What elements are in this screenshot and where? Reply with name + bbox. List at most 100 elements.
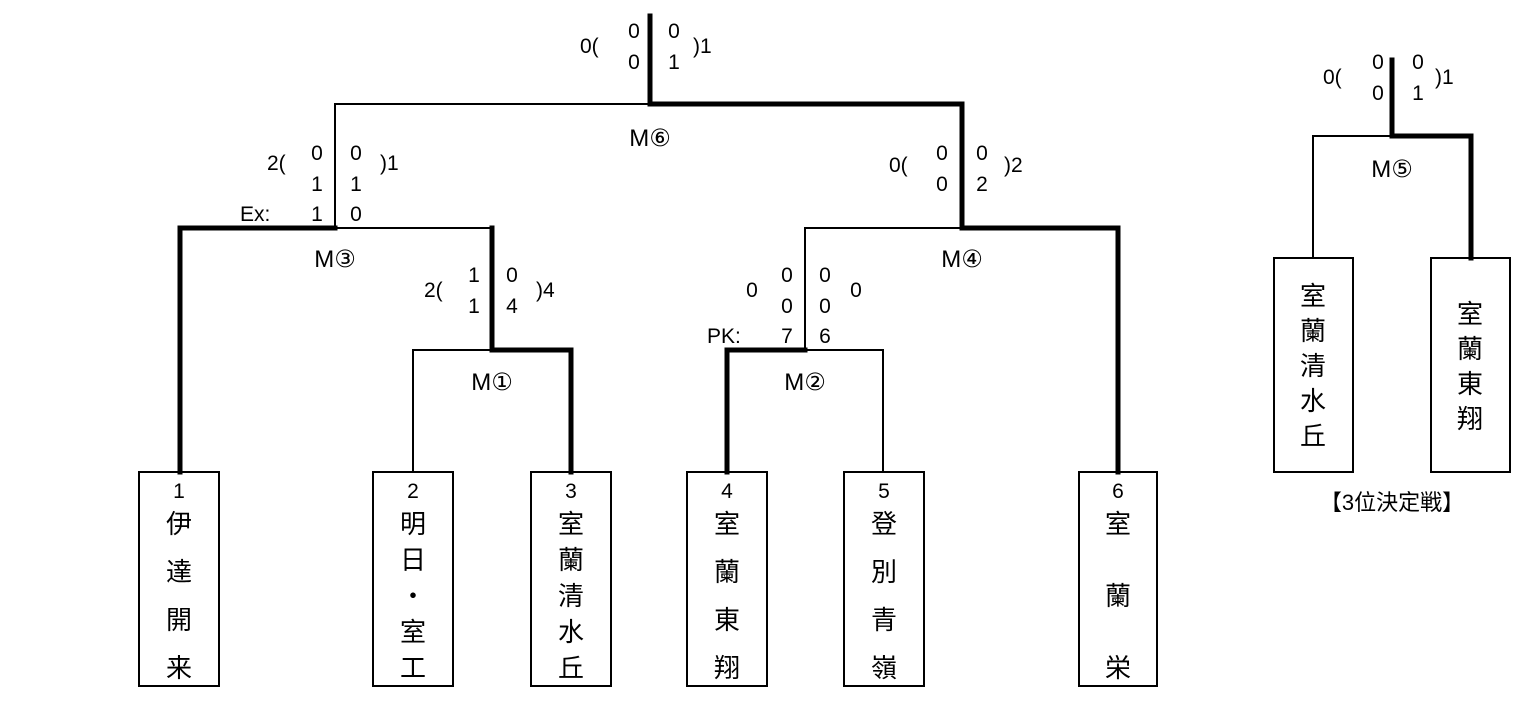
third-place-box-1 xyxy=(1273,257,1354,473)
team-6-char-3: 栄 xyxy=(1105,653,1131,683)
match-label-m1: M① xyxy=(471,369,513,396)
m5-right-second-half: 1 xyxy=(1412,82,1424,105)
team-box-3 xyxy=(530,471,612,687)
team-seed-1: 1 xyxy=(173,480,185,503)
m6-left-total: 0( xyxy=(580,35,599,58)
team-box-5 xyxy=(843,471,925,687)
team-2-char-2: 日 xyxy=(400,545,426,575)
third-team-1-char-1: 室 xyxy=(1300,281,1326,311)
m3-right-second-half: 1 xyxy=(350,173,362,196)
team-box-1 xyxy=(138,471,220,687)
team-box-2 xyxy=(372,471,454,687)
m6-right-second-half: 1 xyxy=(668,51,680,74)
team-seed-6: 6 xyxy=(1112,480,1124,503)
m6-right-first-half: 0 xyxy=(668,20,680,43)
m3-left-second-half: 1 xyxy=(311,173,323,196)
m2-pk-label: PK: xyxy=(707,325,741,348)
team-3-char-3: 清 xyxy=(558,581,584,611)
team-3-char-1: 室 xyxy=(558,509,584,539)
m5-left-second-half: 0 xyxy=(1372,82,1384,105)
team-3-char-5: 丘 xyxy=(558,653,584,683)
third-team-1-char-4: 水 xyxy=(1300,386,1326,416)
m5-right-first-half: 0 xyxy=(1412,51,1424,74)
team-6-char-1: 室 xyxy=(1105,509,1131,539)
m5-right-total: )1 xyxy=(1435,66,1454,89)
m2-pk-left: 7 xyxy=(781,325,793,348)
match-labels: M⑥ M③ M④ M① M② M⑤ xyxy=(314,125,1413,396)
match-label-m2: M② xyxy=(784,369,826,396)
m4-left-second-half: 0 xyxy=(936,173,948,196)
team-5-char-4: 嶺 xyxy=(871,653,897,683)
team-4-char-3: 東 xyxy=(714,605,740,635)
team-seed-2: 2 xyxy=(407,480,419,503)
m5-left-first-half: 0 xyxy=(1372,51,1384,74)
team-1-char-1: 伊 xyxy=(166,509,192,539)
team-box-6 xyxy=(1078,471,1158,687)
third-place-caption: 【3位決定戦】 xyxy=(1320,490,1464,515)
team-seed-4: 4 xyxy=(721,480,733,503)
team-1-char-4: 来 xyxy=(166,653,192,683)
team-boxes xyxy=(138,257,1511,687)
team-5-char-1: 登 xyxy=(871,509,897,539)
team-5-char-2: 別 xyxy=(871,557,897,587)
team-3-char-2: 蘭 xyxy=(558,545,584,575)
match-label-m6: M⑥ xyxy=(629,125,671,152)
third-team-1-char-5: 丘 xyxy=(1300,421,1326,451)
m4-left-total: 0( xyxy=(889,154,908,177)
team-labels: 1 伊 達 開 来 2 明 日 ・ 室 工 3 室 蘭 清 水 丘 4 室 蘭 … xyxy=(166,281,1483,683)
team-1-char-2: 達 xyxy=(166,557,192,587)
third-team-2-char-1: 室 xyxy=(1457,299,1483,329)
m3-left-total: 2( xyxy=(267,152,286,175)
m2-pk-right: 6 xyxy=(819,325,831,348)
m1-right-total: )4 xyxy=(536,279,555,302)
m2-right-first-half: 0 xyxy=(819,264,831,287)
match-label-m4: M④ xyxy=(941,246,983,273)
m5-left-total: 0( xyxy=(1323,66,1342,89)
match-scores: 0( 0 0 0 1 )1 2( 0 1 0 1 )1 Ex: 1 0 0( 0… xyxy=(240,20,1454,348)
m1-right-second-half: 4 xyxy=(506,295,518,318)
m6-right-total: )1 xyxy=(693,35,712,58)
team-box-4 xyxy=(686,471,768,687)
match-label-m3: M③ xyxy=(314,246,356,273)
m6-left-second-half: 0 xyxy=(628,51,640,74)
m1-left-first-half: 1 xyxy=(468,264,480,287)
team-2-char-3: ・ xyxy=(400,581,426,611)
third-team-2-char-4: 翔 xyxy=(1457,404,1483,434)
team-5-char-3: 青 xyxy=(871,605,897,635)
m6-left-first-half: 0 xyxy=(628,20,640,43)
m3-right-total: )1 xyxy=(380,152,399,175)
team-seed-5: 5 xyxy=(878,480,890,503)
team-2-char-5: 工 xyxy=(400,653,426,683)
team-2-char-1: 明 xyxy=(400,509,426,539)
team-6-char-2: 蘭 xyxy=(1105,581,1131,611)
team-2-char-4: 室 xyxy=(400,617,426,647)
m2-right-second-half: 0 xyxy=(819,295,831,318)
m1-left-second-half: 1 xyxy=(468,295,480,318)
team-1-char-3: 開 xyxy=(166,605,192,635)
team-4-char-1: 室 xyxy=(714,509,740,539)
m4-left-first-half: 0 xyxy=(936,142,948,165)
team-4-char-2: 蘭 xyxy=(714,557,740,587)
team-4-char-4: 翔 xyxy=(714,653,740,683)
m2-left-total: 0 xyxy=(746,279,758,302)
third-team-2-char-2: 蘭 xyxy=(1457,334,1483,364)
m3-right-first-half: 0 xyxy=(350,142,362,165)
m3-left-first-half: 0 xyxy=(311,142,323,165)
m4-right-second-half: 2 xyxy=(976,173,988,196)
m2-right-total: 0 xyxy=(850,279,862,302)
third-team-1-char-2: 蘭 xyxy=(1300,316,1326,346)
third-team-2-char-3: 東 xyxy=(1457,369,1483,399)
m3-extra-time-label: Ex: xyxy=(240,203,270,226)
m3-extra-time-right: 0 xyxy=(350,203,362,226)
m2-left-second-half: 0 xyxy=(781,295,793,318)
bracket-lines xyxy=(177,13,1474,475)
third-place-box-2 xyxy=(1430,257,1511,473)
team-3-char-4: 水 xyxy=(558,617,584,647)
team-seed-3: 3 xyxy=(565,480,577,503)
m1-left-total: 2( xyxy=(424,279,443,302)
m4-right-total: )2 xyxy=(1004,154,1023,177)
third-team-1-char-3: 清 xyxy=(1300,351,1326,381)
m4-right-first-half: 0 xyxy=(976,142,988,165)
m2-left-first-half: 0 xyxy=(781,264,793,287)
